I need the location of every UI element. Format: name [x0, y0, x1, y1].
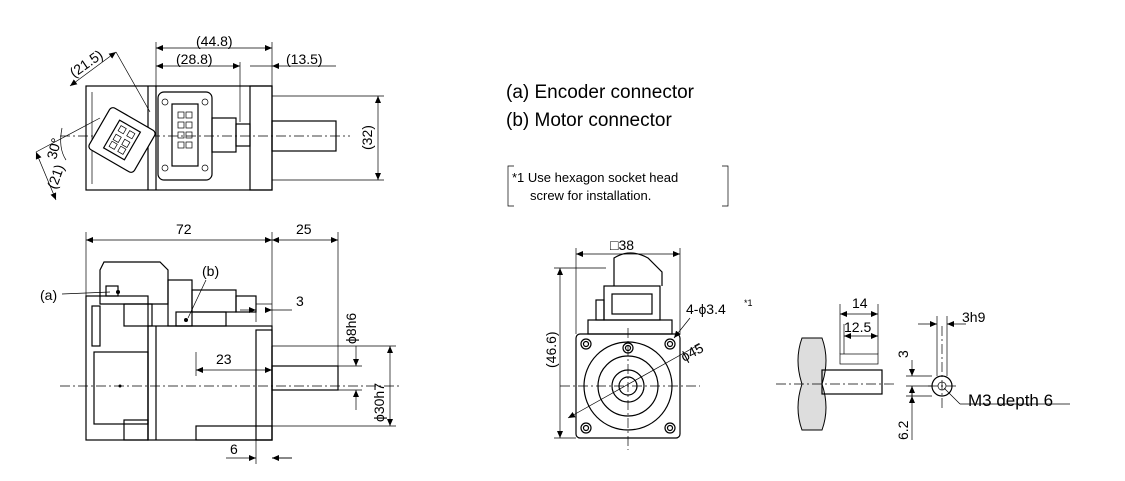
top-view: (44.8) (28.8) (13.5) (32) (21.5) 30° (21… [35, 33, 384, 201]
top-connector-housing [171, 103, 199, 167]
dim-30deg: 30° [43, 136, 64, 161]
dim-23: 23 [216, 351, 232, 367]
dim-6-2: 6.2 [895, 420, 911, 440]
dim-44-8: (44.8) [196, 33, 233, 49]
side-encoder-window [93, 351, 149, 425]
note-line-2: screw for installation. [530, 188, 651, 203]
dim-72: 72 [176, 221, 192, 237]
side-motor-body [147, 325, 273, 441]
top-flange [249, 85, 273, 191]
dim-32: (32) [359, 125, 375, 150]
legend: (a) Encoder connector (b) Motor connecto… [506, 82, 695, 131]
side-encoder-connector [99, 261, 169, 305]
legend-motor-connector: (b) Motor connector [506, 110, 672, 131]
dim-holes-note: *1 [744, 298, 753, 308]
install-note: *1 Use hexagon socket head screw for ins… [507, 165, 729, 207]
dim-holes: 4-ϕ3.4 [686, 301, 726, 317]
dim-3-detail: 3 [895, 350, 911, 358]
dim-height-46-6: (46.6) [543, 331, 559, 368]
tap-callout: M3 depth 6 [968, 391, 1053, 410]
connector-pins [177, 111, 193, 149]
side-view: 72 25 (a) (b) 3 23 6 ϕ8h6 ϕ30h7 [40, 221, 400, 464]
dim-6: 6 [230, 441, 238, 457]
front-encoder-cable [613, 252, 663, 286]
dim-square-38: □38 [610, 237, 634, 253]
note-line-1: *1 Use hexagon socket head [512, 170, 678, 185]
side-encoder-cover [85, 295, 149, 441]
dim-14: 14 [852, 295, 868, 311]
shaft-detail: 14 12.5 3h9 3 6.2 M3 depth 6 [776, 295, 1070, 440]
dim-21: (21) [44, 162, 68, 191]
dim-pilot-dia: ϕ30h7 [371, 383, 387, 422]
dim-3-side: 3 [296, 293, 304, 309]
dim-shaft-dia: ϕ8h6 [343, 313, 359, 344]
top-cable-lead [211, 117, 237, 153]
label-b: (b) [202, 263, 219, 279]
dim-21-5: (21.5) [67, 46, 106, 80]
legend-encoder-connector: (a) Encoder connector [506, 82, 695, 103]
shaft-detail-shaft [821, 369, 883, 395]
top-encoder-connector [88, 107, 156, 173]
side-shaft [271, 365, 339, 391]
label-a: (a) [40, 287, 57, 303]
shaft-detail-key-flat [839, 353, 879, 365]
dim-25: 25 [296, 221, 312, 237]
dim-28-8: (28.8) [176, 51, 213, 67]
top-motor-connector [157, 91, 213, 181]
front-view: □38 (46.6) 4-ϕ3.4 *1 ϕ45 [543, 237, 753, 450]
side-motor-connector [175, 311, 227, 327]
dim-13-5: (13.5) [286, 51, 323, 67]
dim-pcd-45: ϕ45 [678, 339, 706, 364]
dim-12-5: 12.5 [844, 319, 871, 335]
dim-3h9: 3h9 [962, 309, 986, 325]
